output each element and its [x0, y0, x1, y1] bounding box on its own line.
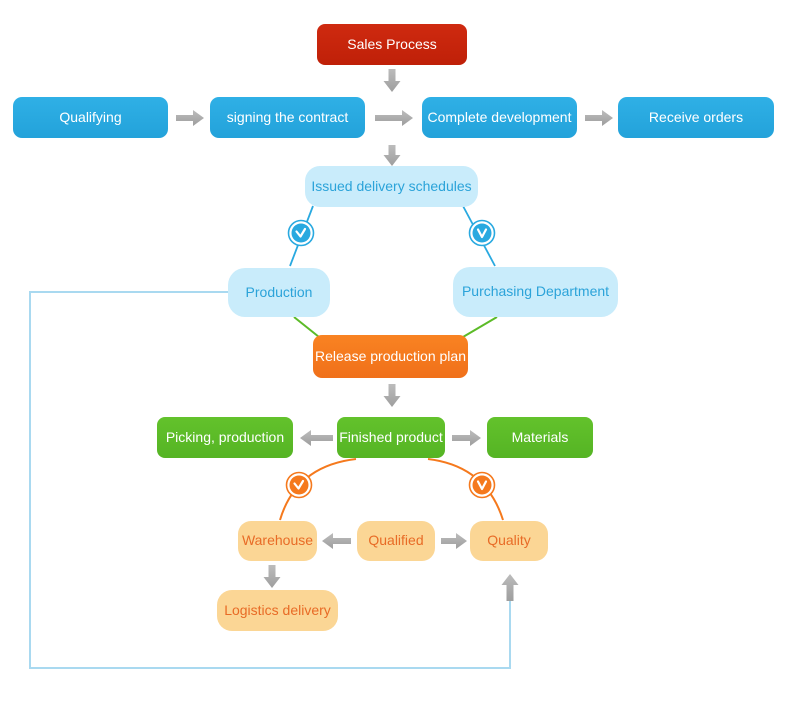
node-picking-production: Picking, production — [157, 417, 293, 458]
node-receive-orders: Receive orders — [618, 97, 774, 138]
node-qualified: Qualified — [357, 521, 435, 561]
arrow-finished-to-materials — [452, 430, 481, 446]
arrow-sales-to-row2 — [383, 69, 401, 92]
node-quality: Quality — [470, 521, 548, 561]
clock-icon — [468, 471, 496, 499]
node-warehouse: Warehouse — [238, 521, 317, 561]
arrow-complete-to-receive — [585, 110, 613, 126]
arrow-qualified-to-warehouse — [322, 533, 351, 549]
node-logistics-delivery: Logistics delivery — [217, 590, 338, 631]
node-qualifying: Qualifying — [13, 97, 168, 138]
link-production-to-release — [293, 316, 320, 338]
node-production: Production — [228, 268, 330, 317]
arrow-signing-to-complete — [375, 110, 413, 126]
arrow-qualified-to-quality — [441, 533, 467, 549]
arrow-feedback-to-quality — [501, 574, 519, 601]
node-complete-development: Complete development — [422, 97, 577, 138]
feedback-loop-line — [29, 291, 511, 669]
arrow-qualifying-to-signing — [176, 110, 204, 126]
arrow-row2-to-issued — [383, 145, 401, 166]
arrow-warehouse-to-logistics — [263, 565, 281, 588]
node-sales-process: Sales Process — [317, 24, 467, 65]
clock-icon — [287, 219, 315, 247]
node-signing-the-contract: signing the contract — [210, 97, 365, 138]
node-issued-delivery-schedules: Issued delivery schedules — [305, 166, 478, 207]
node-materials: Materials — [487, 417, 593, 458]
node-purchasing-department: Purchasing Department — [453, 267, 618, 317]
clock-icon — [285, 471, 313, 499]
link-purchasing-to-release — [462, 316, 498, 338]
arrow-finished-to-picking — [300, 430, 333, 446]
node-finished-product: Finished product — [337, 417, 445, 458]
arrow-release-to-finished — [383, 384, 401, 407]
node-release-production-plan: Release production plan — [313, 335, 468, 378]
clock-icon — [468, 219, 496, 247]
